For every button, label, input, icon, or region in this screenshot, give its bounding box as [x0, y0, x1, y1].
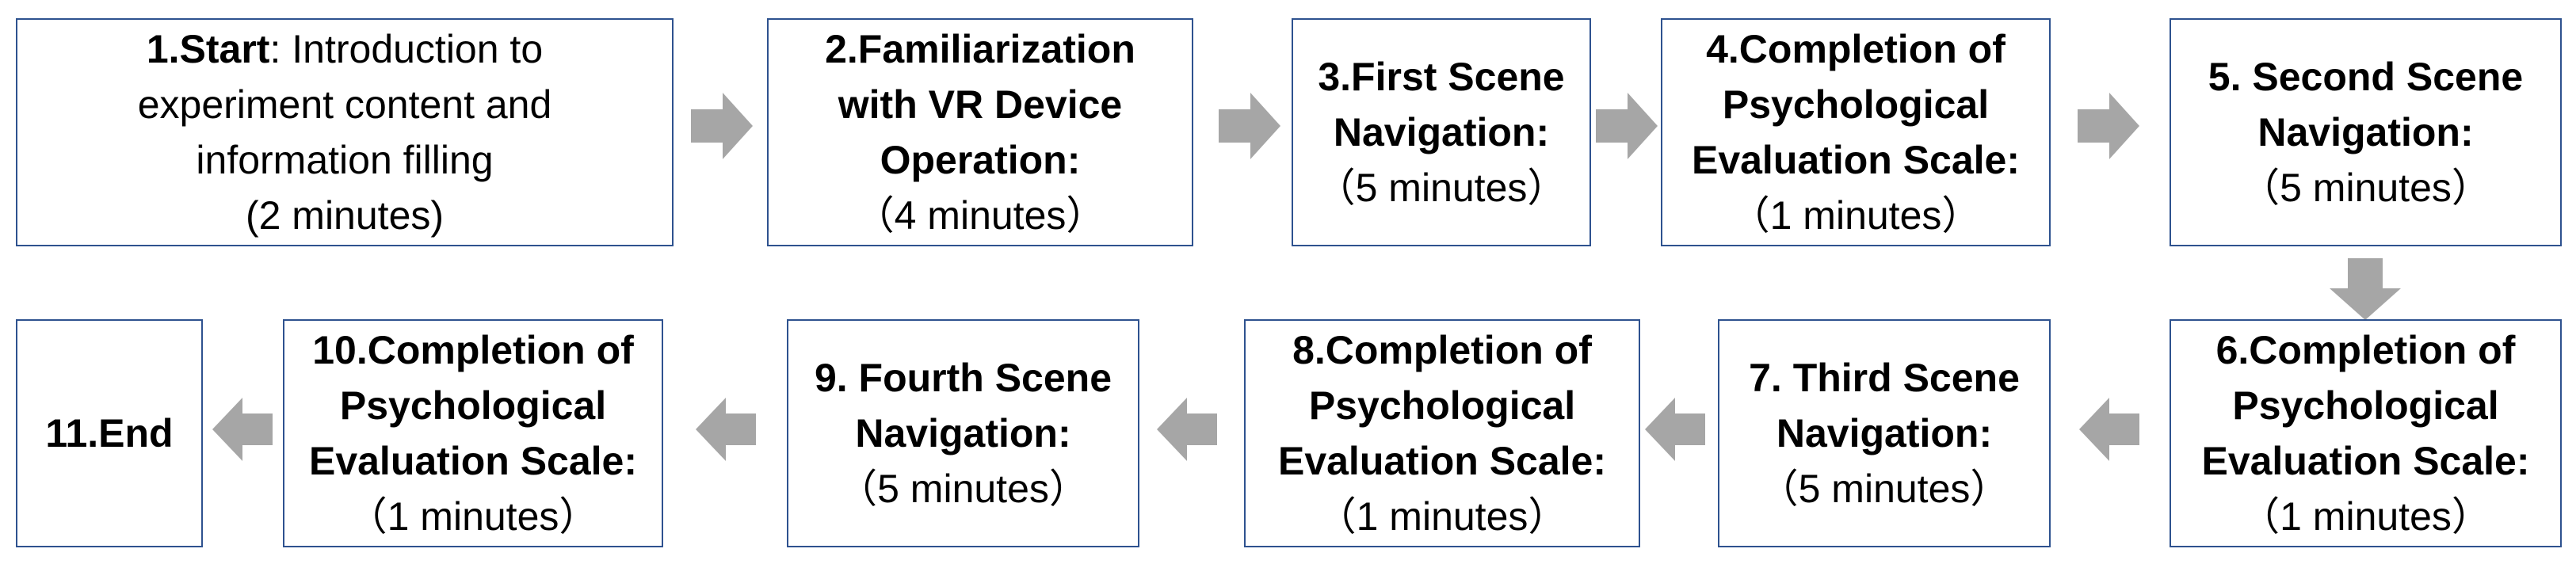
- step-10-title-2: Psychological: [339, 383, 607, 428]
- step-2-title-2: with VR Device: [838, 82, 1123, 127]
- step-2-title-3: Operation:: [880, 138, 1081, 182]
- arrow-left-1: [2079, 398, 2139, 461]
- step-10-duration: （1 minutes）: [347, 494, 599, 539]
- step-5-title-2: Navigation:: [2257, 110, 2474, 154]
- step-6-title-1: 6.Completion of: [2215, 328, 2516, 372]
- step-1-separator: :: [269, 27, 292, 71]
- step-1-title: 1.Start: [146, 27, 270, 71]
- step-9-title-1: 9. Fourth Scene: [814, 356, 1112, 400]
- step-6-title-3: Evaluation Scale:: [2201, 439, 2530, 483]
- step-4-title-1: 4.Completion of: [1706, 27, 2005, 71]
- step-10-box: 10.Completion of Psychological Evaluatio…: [283, 319, 663, 547]
- step-9-box: 9. Fourth Scene Navigation: （5 minutes）: [787, 319, 1139, 547]
- step-3-duration: （5 minutes）: [1315, 166, 1567, 210]
- step-4-title-2: Psychological: [1722, 82, 1990, 127]
- step-4-duration: （1 minutes）: [1730, 193, 1982, 238]
- arrow-left-2: [1645, 398, 1705, 461]
- step-1-box: 1.Start: Introduction to experiment cont…: [16, 18, 674, 246]
- step-7-box: 7. Third Scene Navigation: （5 minutes）: [1718, 319, 2051, 547]
- step-3-box: 3.First Scene Navigation: （5 minutes）: [1292, 18, 1591, 246]
- arrow-left-4: [696, 398, 756, 461]
- step-6-box: 6.Completion of Psychological Evaluation…: [2170, 319, 2562, 547]
- step-7-title-1: 7. Third Scene: [1749, 356, 2020, 400]
- step-2-duration: （4 minutes）: [854, 193, 1106, 238]
- step-8-title-1: 8.Completion of: [1292, 328, 1592, 372]
- arrow-right-2: [1219, 93, 1280, 159]
- step-8-duration: （1 minutes）: [1316, 494, 1568, 539]
- step-6-title-2: Psychological: [2232, 383, 2499, 428]
- step-8-box: 8.Completion of Psychological Evaluation…: [1244, 319, 1640, 547]
- step-10-title-1: 10.Completion of: [312, 328, 634, 372]
- arrow-left-3: [1157, 398, 1217, 461]
- arrow-right-4: [2078, 93, 2139, 159]
- step-5-duration: （5 minutes）: [2240, 166, 2491, 210]
- arrow-left-5: [212, 398, 273, 461]
- step-9-title-2: Navigation:: [855, 411, 1071, 455]
- step-11-box: 11.End: [16, 319, 203, 547]
- step-3-title-1: 3.First Scene: [1318, 55, 1565, 99]
- step-1-desc-2: experiment content and: [137, 82, 552, 127]
- step-7-duration: （5 minutes）: [1758, 467, 2010, 511]
- step-4-box: 4.Completion of Psychological Evaluation…: [1661, 18, 2051, 246]
- step-4-title-3: Evaluation Scale:: [1691, 138, 2021, 182]
- step-3-title-2: Navigation:: [1333, 110, 1550, 154]
- step-11-title: 11.End: [45, 411, 174, 455]
- step-2-title-1: 2.Familiarization: [825, 27, 1135, 71]
- step-8-title-3: Evaluation Scale:: [1277, 439, 1607, 483]
- step-1-duration: (2 minutes): [245, 193, 445, 238]
- step-1-desc-1: Introduction to: [292, 27, 544, 71]
- step-1-desc-3: information filling: [196, 138, 494, 182]
- step-2-box: 2.Familiarization with VR Device Operati…: [767, 18, 1193, 246]
- arrow-right-1: [691, 93, 753, 159]
- step-10-title-3: Evaluation Scale:: [308, 439, 638, 483]
- step-8-title-2: Psychological: [1308, 383, 1576, 428]
- step-6-duration: （1 minutes）: [2240, 494, 2491, 539]
- arrow-right-3: [1596, 93, 1658, 159]
- step-9-duration: （5 minutes）: [838, 467, 1089, 511]
- step-5-box: 5. Second Scene Navigation: （5 minutes）: [2170, 18, 2562, 246]
- step-7-title-2: Navigation:: [1776, 411, 1993, 455]
- step-5-title-1: 5. Second Scene: [2208, 55, 2524, 99]
- arrow-down: [2330, 258, 2401, 320]
